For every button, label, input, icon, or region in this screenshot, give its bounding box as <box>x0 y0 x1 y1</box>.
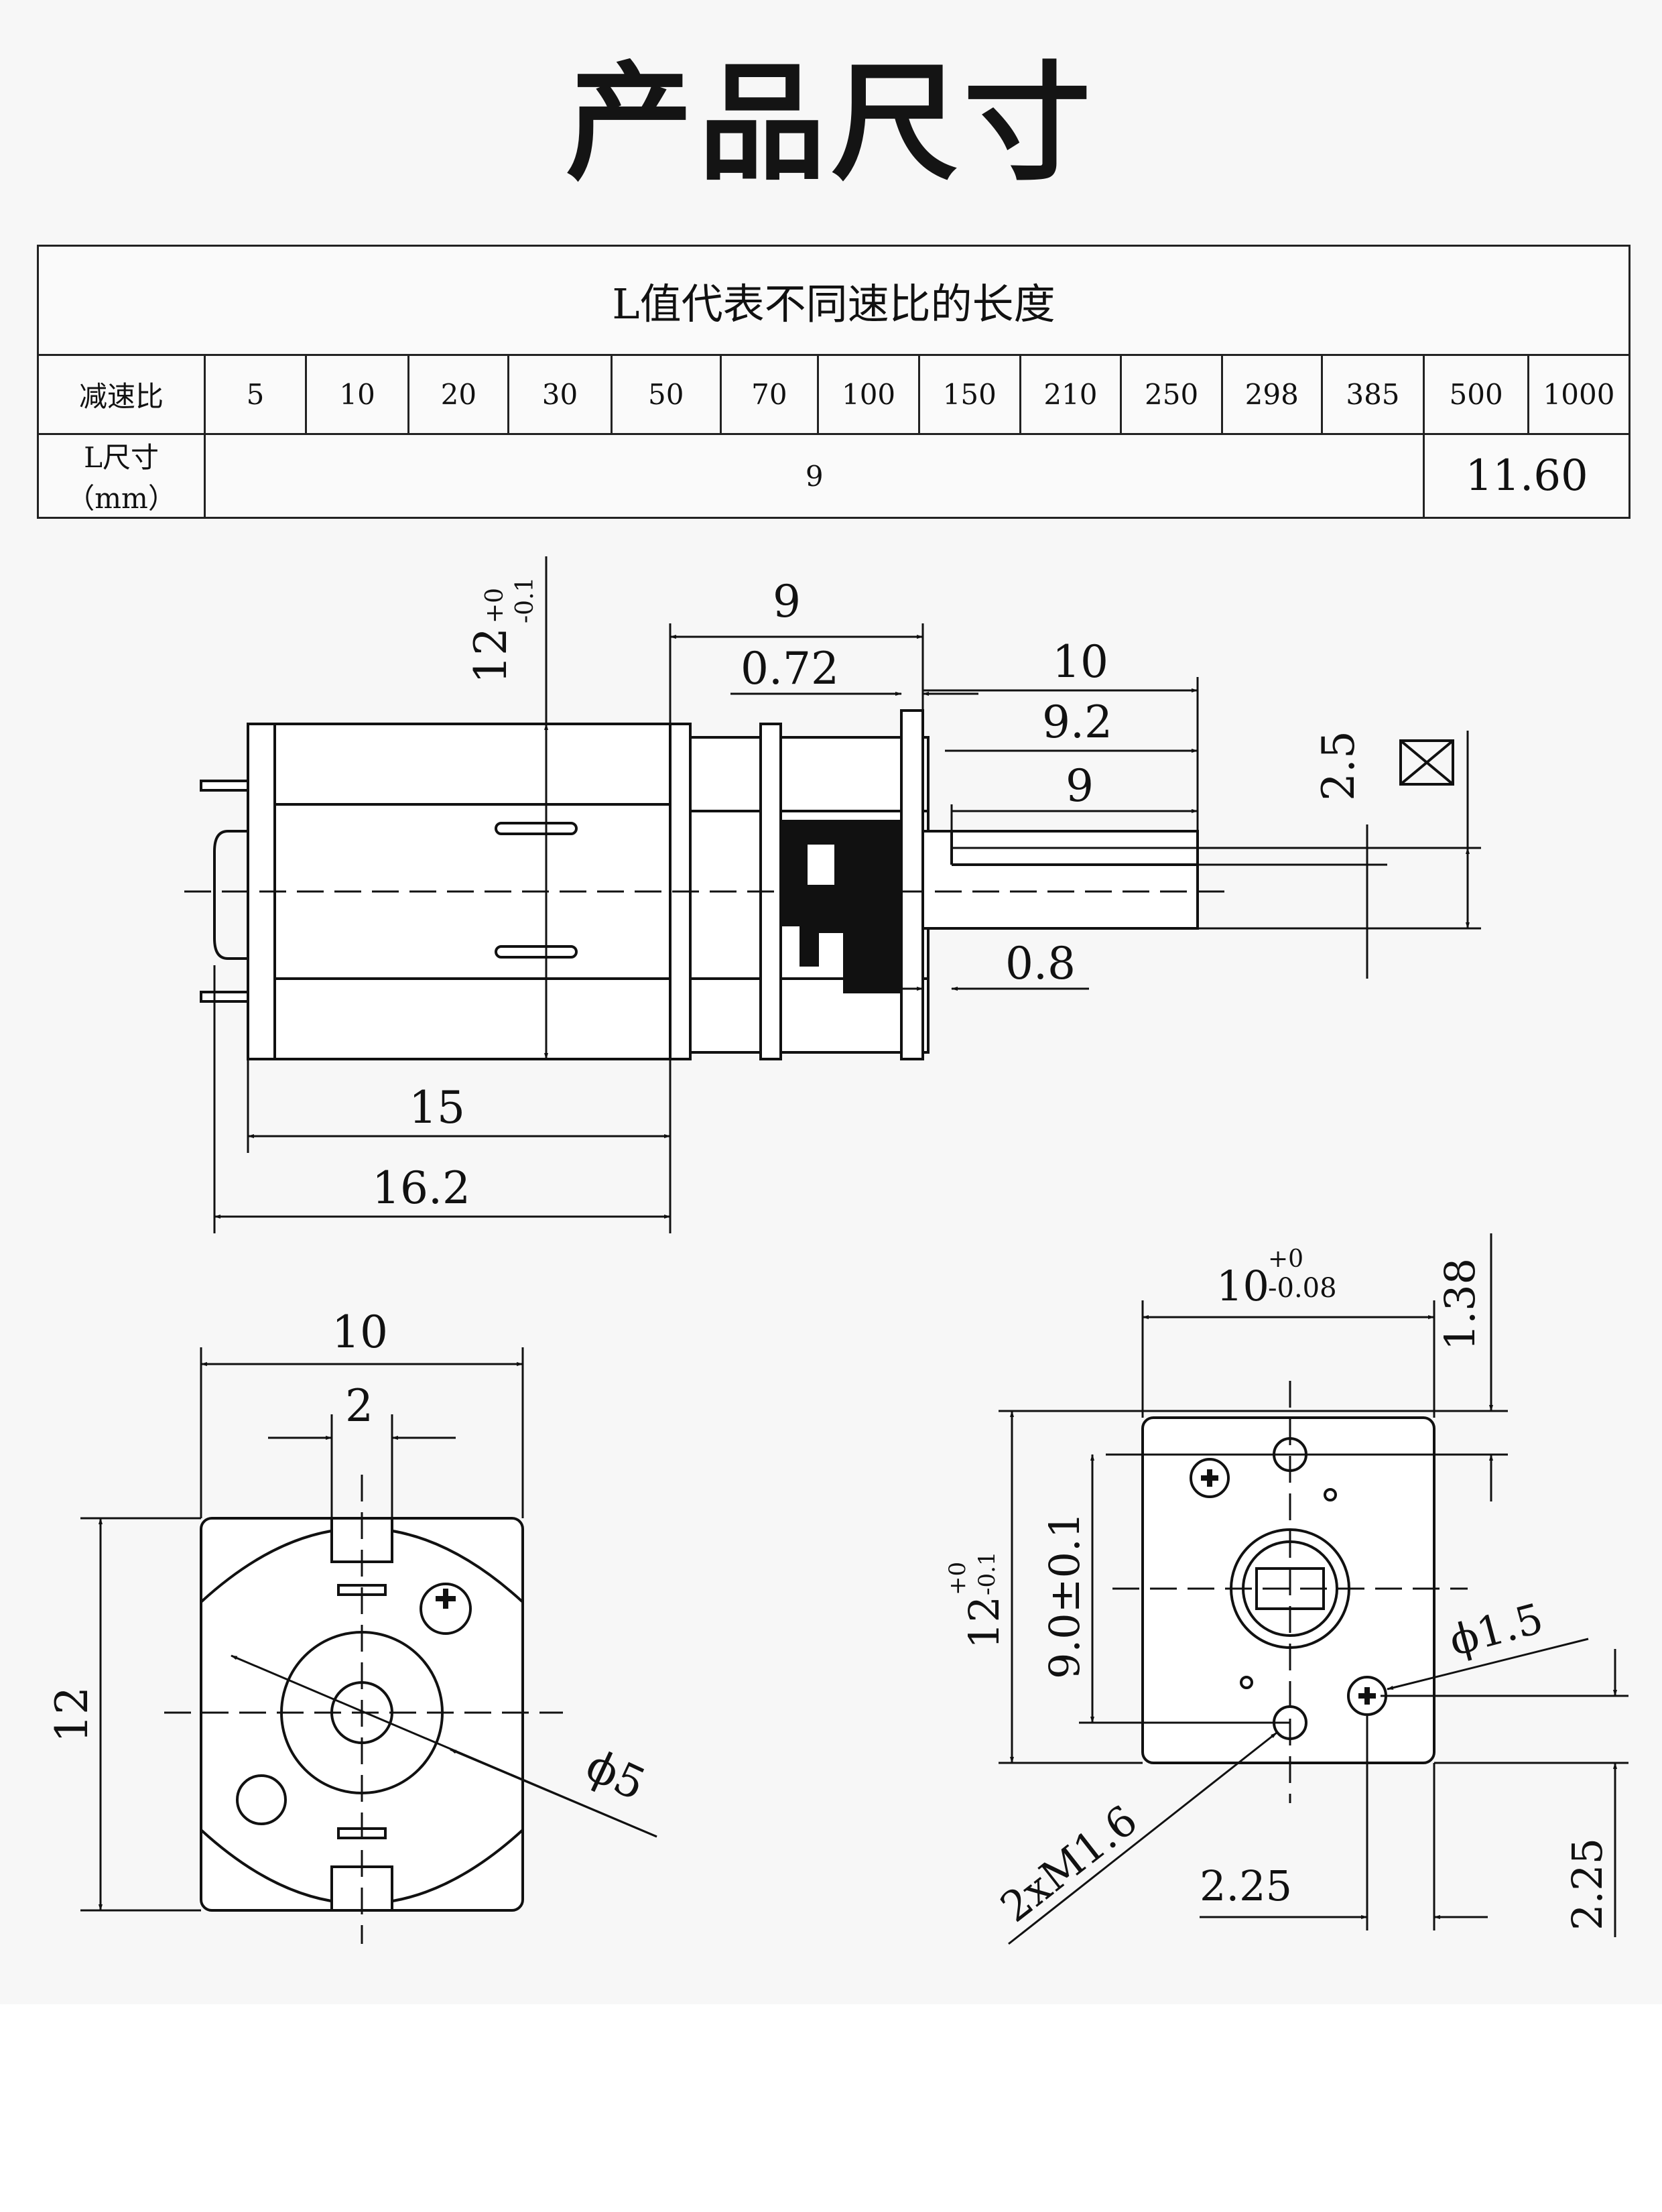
ratio-cell: 70 <box>719 354 820 435</box>
height-label-side: 12 <box>465 627 517 684</box>
rear-width-label: 10 <box>332 1306 388 1358</box>
ratio-cell: 10 <box>304 354 410 435</box>
ratio-cell: 20 <box>407 354 510 435</box>
front-height-tol-plus: +0 <box>944 1562 971 1595</box>
ratio-cell: 30 <box>507 354 613 435</box>
rear-view <box>164 1475 563 1944</box>
ratio-cell: 150 <box>917 354 1021 435</box>
shaft-dia-label: ϕ1.5 <box>1444 1594 1548 1666</box>
rear-height-label: 12 <box>46 1686 98 1743</box>
ratio-cell: 500 <box>1423 354 1529 435</box>
shaft-flat-label: 2.5 <box>1313 731 1364 801</box>
front-view-dimensions <box>999 1233 1628 1945</box>
front-height-label: 12 <box>960 1596 1009 1649</box>
ratio-cell: 5 <box>204 354 307 435</box>
length-cell-short: 9 <box>204 433 1425 519</box>
ratio-cell: 298 <box>1220 354 1323 435</box>
shaft-total-label: 10 <box>1052 636 1108 688</box>
length-cell-long: 11.60 <box>1423 433 1631 519</box>
rear-view-dimensions <box>80 1347 657 1912</box>
front-width-label: 10 <box>1216 1262 1269 1310</box>
front-view <box>1112 1381 1468 1803</box>
side-view-dimensions <box>213 556 1481 1233</box>
thread-spec-label: 2xM1.6 <box>991 1796 1146 1932</box>
table-caption: L值代表不同速比的长度 <box>37 245 1631 356</box>
side-view <box>184 709 1233 1060</box>
top-offset-label: 1.38 <box>1435 1258 1484 1351</box>
ratio-cell: 250 <box>1120 354 1223 435</box>
ratio-cell: 1000 <box>1527 354 1631 435</box>
ratio-cell: 50 <box>610 354 722 435</box>
length-header: L尺寸（mm） <box>36 433 206 519</box>
ratio-cell: 100 <box>817 354 920 435</box>
gearbox-length-label: 9 <box>773 576 801 627</box>
side-view-labels: 12 +0 -0.1 9 0.72 10 9.2 9 2.5 0.8 15 16… <box>372 576 1364 1214</box>
boss-dia-label: ϕ5 <box>578 1739 653 1811</box>
shaft-92-label: 9.2 <box>1042 696 1112 748</box>
gap-072-label: 0.72 <box>741 643 839 694</box>
table-row: L尺寸（mm） 9 11.60 <box>36 433 1631 519</box>
ratio-header: 减速比 <box>36 354 206 435</box>
ratio-cell: 385 <box>1320 354 1425 435</box>
front-width-tol-minus: -0.08 <box>1268 1273 1337 1304</box>
ratio-cell: 210 <box>1019 354 1123 435</box>
table-row: 减速比 5 10 20 30 50 70 100 150 210 250 298… <box>36 354 1631 435</box>
flat-gap-label: 0.8 <box>1005 938 1076 989</box>
page-title: 产品尺寸 <box>565 50 1096 198</box>
hole-spacing-label: 9.0±0.1 <box>1040 1512 1089 1679</box>
front-width-tol-plus: +0 <box>1268 1245 1303 1273</box>
x-offset-label: 2.25 <box>1200 1861 1292 1910</box>
height-tol-plus: +0 <box>481 588 509 623</box>
y-offset-label: 2.25 <box>1563 1838 1612 1930</box>
body-length-label: 15 <box>409 1082 465 1133</box>
height-tol-minus: -0.1 <box>511 577 539 623</box>
shaft-9-label: 9 <box>1066 760 1094 812</box>
terminal-gap-label: 2 <box>345 1380 373 1432</box>
front-height-tol-minus: -0.1 <box>974 1551 1001 1595</box>
total-body-label: 16.2 <box>372 1162 470 1214</box>
spec-table: L值代表不同速比的长度 减速比 5 10 20 30 50 70 100 150… <box>36 245 1631 519</box>
